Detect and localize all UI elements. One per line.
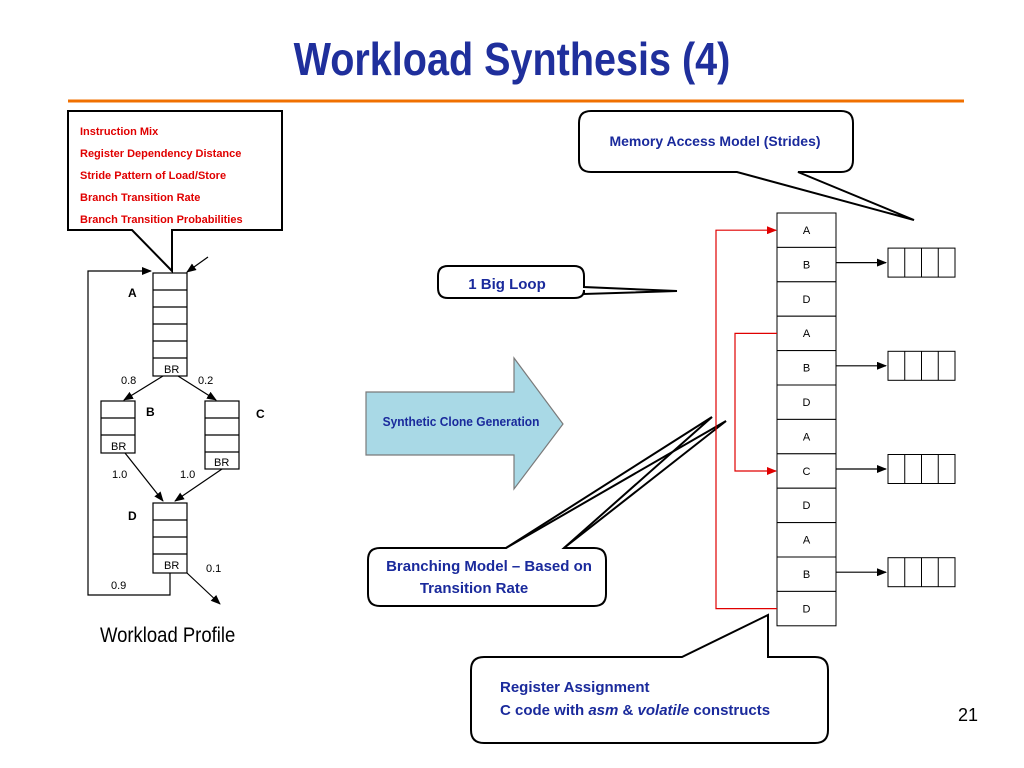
register-callout-line2: C code with asm & volatile constructs	[500, 702, 770, 719]
branching-callout-line1: Branching Model – Based on	[386, 558, 592, 575]
branching-callout-line2: Transition Rate	[420, 580, 528, 597]
sequence-cell-label: B	[803, 569, 810, 581]
sequence-cell-label: D	[803, 603, 811, 615]
block-b-label: B	[146, 405, 155, 419]
sequence-cell-label: A	[803, 535, 811, 547]
sequence-cell	[776, 487, 837, 524]
prob-b-d: 1.0	[112, 469, 127, 481]
sequence-cell	[776, 281, 837, 317]
sequence-cell	[776, 246, 837, 283]
slide-number: 21	[957, 705, 978, 725]
sequence-cell-label: D	[803, 294, 811, 306]
control-flow-graph	[87, 256, 240, 605]
profile-box: Instruction Mix Register Dependency Dist…	[67, 110, 283, 274]
block-d-label: D	[128, 509, 137, 523]
prob-a-b: 0.8	[121, 375, 136, 387]
synthesis-arrow: Synthetic Clone Generation	[365, 356, 564, 491]
prob-a-c: 0.2	[198, 375, 213, 387]
branching-callout: Branching Model – Based on Transition Ra…	[367, 416, 727, 607]
sequence-cell	[776, 418, 837, 455]
sequence-cell	[776, 350, 837, 386]
sequence-cell-label: A	[803, 225, 811, 237]
sequence-cell	[776, 212, 837, 248]
prob-c-d: 1.0	[180, 469, 195, 481]
profile-item: Register Dependency Distance	[80, 148, 241, 160]
register-callout: Register Assignment C code with asm & vo…	[470, 613, 829, 744]
sequence-cell-label: C	[803, 466, 811, 478]
profile-item: Stride Pattern of Load/Store	[80, 170, 226, 182]
memory-callout-text: Memory Access Model (Strides)	[609, 133, 820, 149]
sequence-cell	[776, 315, 837, 352]
sequence-cell-label: D	[803, 500, 811, 512]
slide-title: Workload Synthesis (4)	[293, 33, 731, 85]
arrow-label: Synthetic Clone Generation	[383, 415, 540, 430]
sequence-cell-label: D	[803, 397, 811, 409]
prob-loop: 0.9	[111, 580, 126, 592]
register-callout-line1: Register Assignment	[500, 679, 649, 696]
block-a-label: A	[128, 286, 137, 300]
sequence-cell-label: A	[803, 431, 811, 443]
profile-item: Branch Transition Rate	[80, 192, 200, 204]
prob-exit: 0.1	[206, 563, 221, 575]
sequence-cell	[776, 556, 837, 592]
loop-callout: 1 Big Loop	[437, 265, 678, 299]
br-label-c: BR	[214, 457, 229, 469]
sequence-cell	[776, 453, 837, 489]
loop-callout-text: 1 Big Loop	[468, 276, 546, 293]
br-label-b: BR	[111, 441, 126, 453]
sequence-cell-label: A	[803, 328, 811, 340]
profile-item: Branch Transition Probabilities	[80, 214, 243, 226]
sequence-cell	[776, 590, 837, 627]
cfg-labels: A B C D BR BR BR BR 0.8 0.2 1.0 1.0 0.1 …	[111, 286, 265, 592]
sequence-cell	[776, 384, 837, 420]
sequence-cell-label: B	[803, 363, 810, 375]
block-c-label: C	[256, 407, 265, 421]
memory-callout: Memory Access Model (Strides)	[578, 110, 915, 221]
code-sequence: A B D A B D A C D A B D	[715, 212, 956, 627]
br-label-d: BR	[164, 560, 179, 572]
br-label-a: BR	[164, 364, 179, 376]
branch-line	[734, 332, 777, 475]
branch-line	[715, 226, 777, 610]
workload-profile-label: Workload Profile	[100, 624, 236, 647]
profile-item: Instruction Mix	[80, 126, 159, 138]
sequence-cell-label: B	[803, 259, 810, 271]
